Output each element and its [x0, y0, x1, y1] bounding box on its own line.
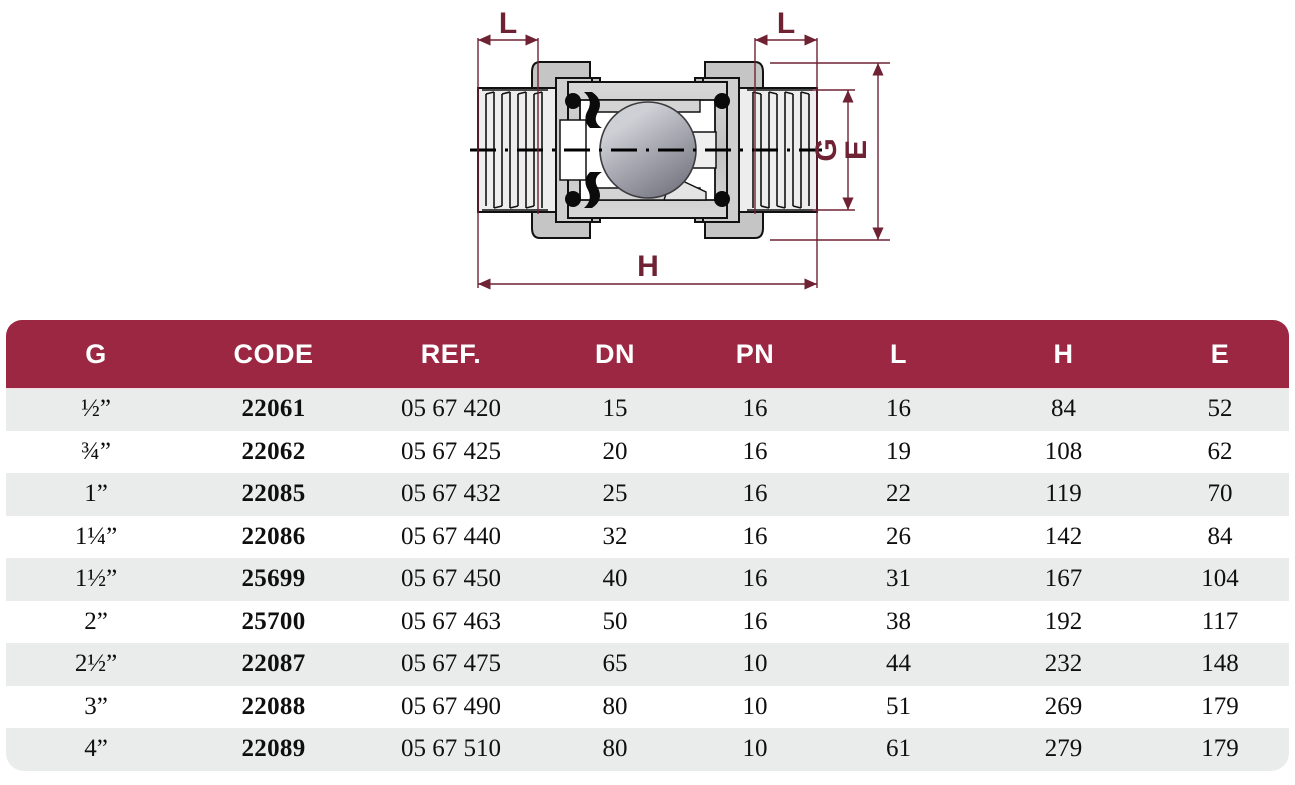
cell-code: 22086	[186, 515, 361, 558]
dim-label-E: E	[840, 140, 873, 160]
cell-l: 31	[821, 558, 976, 601]
cell-dn: 40	[541, 558, 689, 601]
cell-h: 84	[976, 388, 1151, 431]
cell-ref: 05 67 420	[361, 388, 541, 431]
cell-pn: 16	[689, 430, 821, 473]
column-header-h: H	[976, 320, 1151, 388]
cell-ref: 05 67 475	[361, 643, 541, 686]
cell-pn: 10	[689, 685, 821, 728]
cell-e: 62	[1151, 430, 1289, 473]
dim-label-H: H	[637, 250, 659, 283]
table-row: ½” 22061 05 67 420 15 16 16 84 52	[6, 388, 1289, 431]
cell-dn: 80	[541, 728, 689, 771]
cell-code: 25700	[186, 600, 361, 643]
cell-e: 84	[1151, 515, 1289, 558]
cell-code: 22087	[186, 643, 361, 686]
table-row: 1½” 25699 05 67 450 40 16 31 167 104	[6, 558, 1289, 601]
dim-label-G: G	[810, 138, 843, 161]
cell-e: 179	[1151, 685, 1289, 728]
cell-h: 119	[976, 473, 1151, 516]
table-row: 1” 22085 05 67 432 25 16 22 119 70	[6, 473, 1289, 516]
column-header-ref: REF.	[361, 320, 541, 388]
cell-e: 104	[1151, 558, 1289, 601]
cell-dn: 50	[541, 600, 689, 643]
cell-pn: 16	[689, 388, 821, 431]
cell-g: 1½”	[6, 558, 186, 601]
cell-l: 51	[821, 685, 976, 728]
cell-l: 19	[821, 430, 976, 473]
cell-ref: 05 67 490	[361, 685, 541, 728]
cell-g: ½”	[6, 388, 186, 431]
cell-pn: 16	[689, 473, 821, 516]
cell-ref: 05 67 510	[361, 728, 541, 771]
table-row: 2½” 22087 05 67 475 65 10 44 232 148	[6, 643, 1289, 686]
cell-code: 22089	[186, 728, 361, 771]
cell-g: 4”	[6, 728, 186, 771]
column-header-code: CODE	[186, 320, 361, 388]
cell-g: 2”	[6, 600, 186, 643]
table-row: ¾” 22062 05 67 425 20 16 19 108 62	[6, 430, 1289, 473]
cell-l: 61	[821, 728, 976, 771]
cell-e: 148	[1151, 643, 1289, 686]
cell-code: 25699	[186, 558, 361, 601]
cell-ref: 05 67 432	[361, 473, 541, 516]
cell-dn: 25	[541, 473, 689, 516]
column-header-e: E	[1151, 320, 1289, 388]
cell-ref: 05 67 463	[361, 600, 541, 643]
cell-dn: 80	[541, 685, 689, 728]
dimension-annotations	[477, 34, 890, 290]
table-row: 2” 25700 05 67 463 50 16 38 192 117	[6, 600, 1289, 643]
cell-h: 192	[976, 600, 1151, 643]
table-row: 3” 22088 05 67 490 80 10 51 269 179	[6, 685, 1289, 728]
valve-body-graphic	[470, 61, 822, 239]
cell-e: 117	[1151, 600, 1289, 643]
cell-dn: 65	[541, 643, 689, 686]
cell-pn: 16	[689, 558, 821, 601]
cell-h: 232	[976, 643, 1151, 686]
cell-dn: 15	[541, 388, 689, 431]
column-header-dn: DN	[541, 320, 689, 388]
cell-pn: 16	[689, 515, 821, 558]
column-header-l: L	[821, 320, 976, 388]
cell-l: 16	[821, 388, 976, 431]
specification-table: G CODE REF. DN PN L H E ½” 22061 05 67 4…	[6, 320, 1289, 771]
cell-h: 279	[976, 728, 1151, 771]
cell-h: 108	[976, 430, 1151, 473]
cell-h: 142	[976, 515, 1151, 558]
cell-dn: 20	[541, 430, 689, 473]
cell-e: 70	[1151, 473, 1289, 516]
cell-code: 22062	[186, 430, 361, 473]
cell-pn: 10	[689, 728, 821, 771]
valve-technical-drawing: L L G E H	[0, 0, 1295, 312]
cell-g: 2½”	[6, 643, 186, 686]
cell-code: 22088	[186, 685, 361, 728]
cell-e: 52	[1151, 388, 1289, 431]
cell-h: 269	[976, 685, 1151, 728]
cell-pn: 16	[689, 600, 821, 643]
dim-label-L-right: L	[777, 7, 795, 40]
cell-g: 3”	[6, 685, 186, 728]
cell-l: 44	[821, 643, 976, 686]
column-header-pn: PN	[689, 320, 821, 388]
cell-e: 179	[1151, 728, 1289, 771]
cell-pn: 10	[689, 643, 821, 686]
table-row: 4” 22089 05 67 510 80 10 61 279 179	[6, 728, 1289, 771]
cell-g: 1¼”	[6, 515, 186, 558]
dim-label-L-left: L	[499, 7, 517, 40]
cell-ref: 05 67 440	[361, 515, 541, 558]
column-header-g: G	[6, 320, 186, 388]
cell-ref: 05 67 450	[361, 558, 541, 601]
cell-ref: 05 67 425	[361, 430, 541, 473]
cell-g: 1”	[6, 473, 186, 516]
cell-code: 22085	[186, 473, 361, 516]
cell-dn: 32	[541, 515, 689, 558]
cell-code: 22061	[186, 388, 361, 431]
cell-l: 38	[821, 600, 976, 643]
cell-l: 26	[821, 515, 976, 558]
table-header-row: G CODE REF. DN PN L H E	[6, 320, 1289, 388]
table-row: 1¼” 22086 05 67 440 32 16 26 142 84	[6, 515, 1289, 558]
cell-h: 167	[976, 558, 1151, 601]
cell-l: 22	[821, 473, 976, 516]
cell-g: ¾”	[6, 430, 186, 473]
